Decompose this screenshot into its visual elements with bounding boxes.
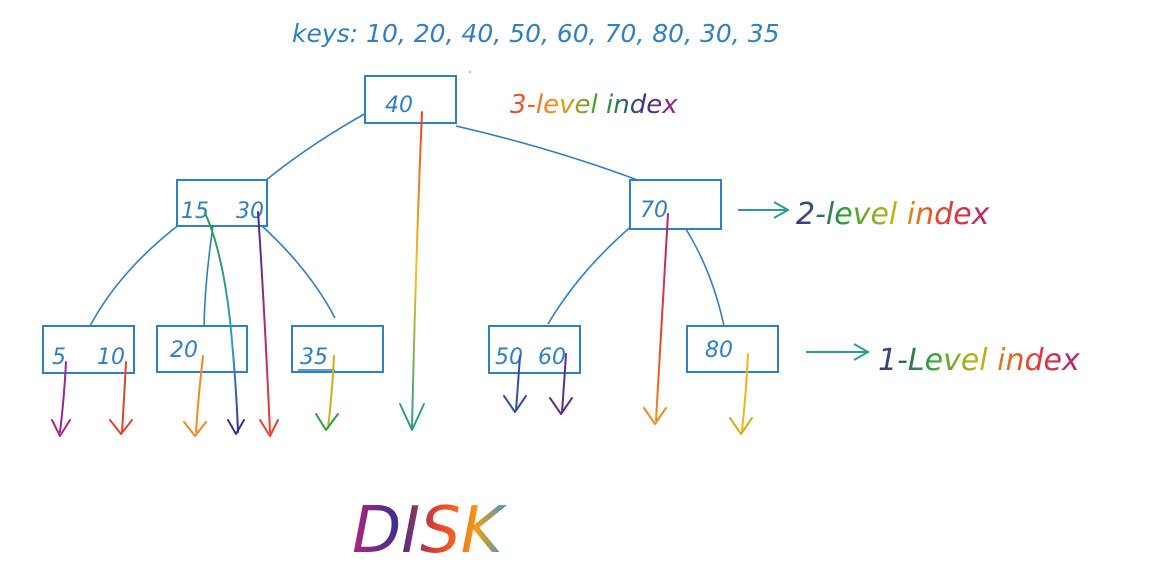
- key-leaf1-0: 5: [52, 345, 66, 370]
- arrowhead-midright: [643, 407, 667, 425]
- level1-annotation: 1-Level index: [806, 343, 1080, 378]
- arrowhead-midleft-a: [227, 419, 245, 435]
- node-mid-right: [629, 179, 722, 230]
- edge-root-midleft: [251, 111, 369, 193]
- arrowhead-leaf4-b: [549, 397, 573, 415]
- pointer-root: [411, 111, 423, 429]
- keys-label: keys: 10, 20, 40, 50, 60, 70, 80, 30, 35: [292, 19, 780, 48]
- arrowhead-leaf4-a: [503, 395, 527, 413]
- node-leaf-1: [42, 325, 135, 374]
- arrowhead-leaf5: [729, 417, 753, 435]
- pointer-midright: [655, 213, 669, 421]
- arrowhead-leaf3: [315, 413, 339, 431]
- pointer-leaf4-a: [515, 355, 521, 411]
- level1-label: 1-Level index: [878, 343, 1080, 378]
- disk-label: DISK: [352, 494, 508, 568]
- node-root: [364, 75, 457, 124]
- key-leaf2-0: 20: [170, 338, 198, 363]
- node-mid-left: [176, 179, 268, 227]
- level3-label: 3-level index: [510, 90, 678, 120]
- pointer-midleft-a: [204, 212, 239, 433]
- pointer-leaf3: [327, 355, 335, 429]
- pointer-leaf1-a: [59, 361, 67, 433]
- key-root-0: 40: [385, 93, 413, 118]
- edge-midleft-leaf1: [89, 223, 181, 327]
- tree-nodes: [42, 75, 779, 374]
- node-leaf-5: [686, 325, 779, 373]
- edge-midleft-leaf2: [203, 225, 214, 327]
- key-leaf4-1: 60: [538, 345, 566, 370]
- edge-root-midright: [455, 125, 649, 185]
- node-leaf-3: [291, 325, 384, 373]
- disk-pointers: [51, 111, 753, 437]
- arrowhead-leaf1-b: [109, 419, 133, 435]
- arrowhead-root: [399, 403, 425, 431]
- level2-annotation: 2-level index: [738, 197, 990, 232]
- key-midleft-0: 15: [181, 199, 209, 224]
- edge-midright-leaf5: [683, 225, 725, 327]
- arrowhead-leaf1-a: [51, 419, 71, 437]
- key-midleft-1: 30: [236, 199, 264, 224]
- arrowhead-midleft-b: [259, 419, 279, 437]
- stray-dot: [469, 71, 471, 73]
- edge-midright-leaf4: [547, 223, 635, 325]
- key-midright-0: 70: [640, 198, 668, 223]
- pointer-midleft-b: [257, 211, 271, 433]
- level2-arrow: [738, 201, 791, 219]
- pointer-leaf5: [741, 353, 749, 431]
- level2-label: 2-level index: [796, 197, 990, 232]
- key-leaf3-0: 35: [300, 345, 328, 370]
- key-leaf1-1: 10: [97, 345, 125, 370]
- level1-arrow: [806, 343, 871, 361]
- pointer-leaf1-b: [121, 361, 127, 433]
- edge-midleft-leaf3: [261, 225, 336, 319]
- key-leaf5-0: 80: [705, 338, 733, 363]
- arrowhead-leaf2: [183, 421, 207, 437]
- node-keys: 40 15 30 70 5 10 20 35 50 60 80: [52, 93, 733, 370]
- pointer-leaf4-b: [561, 353, 567, 413]
- pointer-leaf2: [195, 355, 204, 433]
